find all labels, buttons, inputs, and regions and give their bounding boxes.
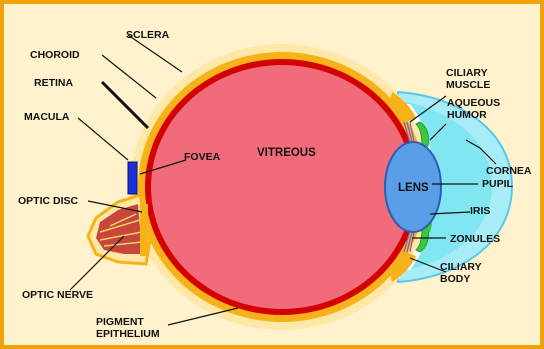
label-ciliary-muscle-line1: CILIARY xyxy=(446,67,488,79)
label-aqueous-humor-line2: HUMOR xyxy=(447,109,487,121)
label-ciliary-muscle-line2: MUSCLE xyxy=(446,79,490,91)
label-pupil: PUPIL xyxy=(482,178,514,190)
label-fovea: FOVEA xyxy=(184,151,221,163)
label-pigment-epithelium-line1: PIGMENT xyxy=(96,316,144,328)
label-ciliary-body-line2: BODY xyxy=(440,273,470,285)
label-aqueous-humor-line1: AQUEOUS xyxy=(447,97,500,109)
label-macula: MACULA xyxy=(24,111,70,123)
fovea xyxy=(128,162,137,194)
label-zonules: ZONULES xyxy=(450,233,500,245)
label-cornea: CORNEA xyxy=(486,165,532,177)
label-ciliary-body-line1: CILIARY xyxy=(440,261,482,273)
label-retina: RETINA xyxy=(34,77,74,89)
label-iris: IRIS xyxy=(470,205,490,217)
label-optic-disc: OPTIC DISC xyxy=(18,195,79,207)
label-choroid: CHOROID xyxy=(30,49,80,61)
label-sclera: SCLERA xyxy=(126,29,170,41)
label-lens: LENS xyxy=(398,182,429,194)
label-optic-nerve: OPTIC NERVE xyxy=(22,289,93,301)
label-pigment-epithelium-line2: EPITHELIUM xyxy=(96,328,160,340)
vitreous-body xyxy=(151,65,413,309)
label-vitreous: VITREOUS xyxy=(257,147,316,159)
